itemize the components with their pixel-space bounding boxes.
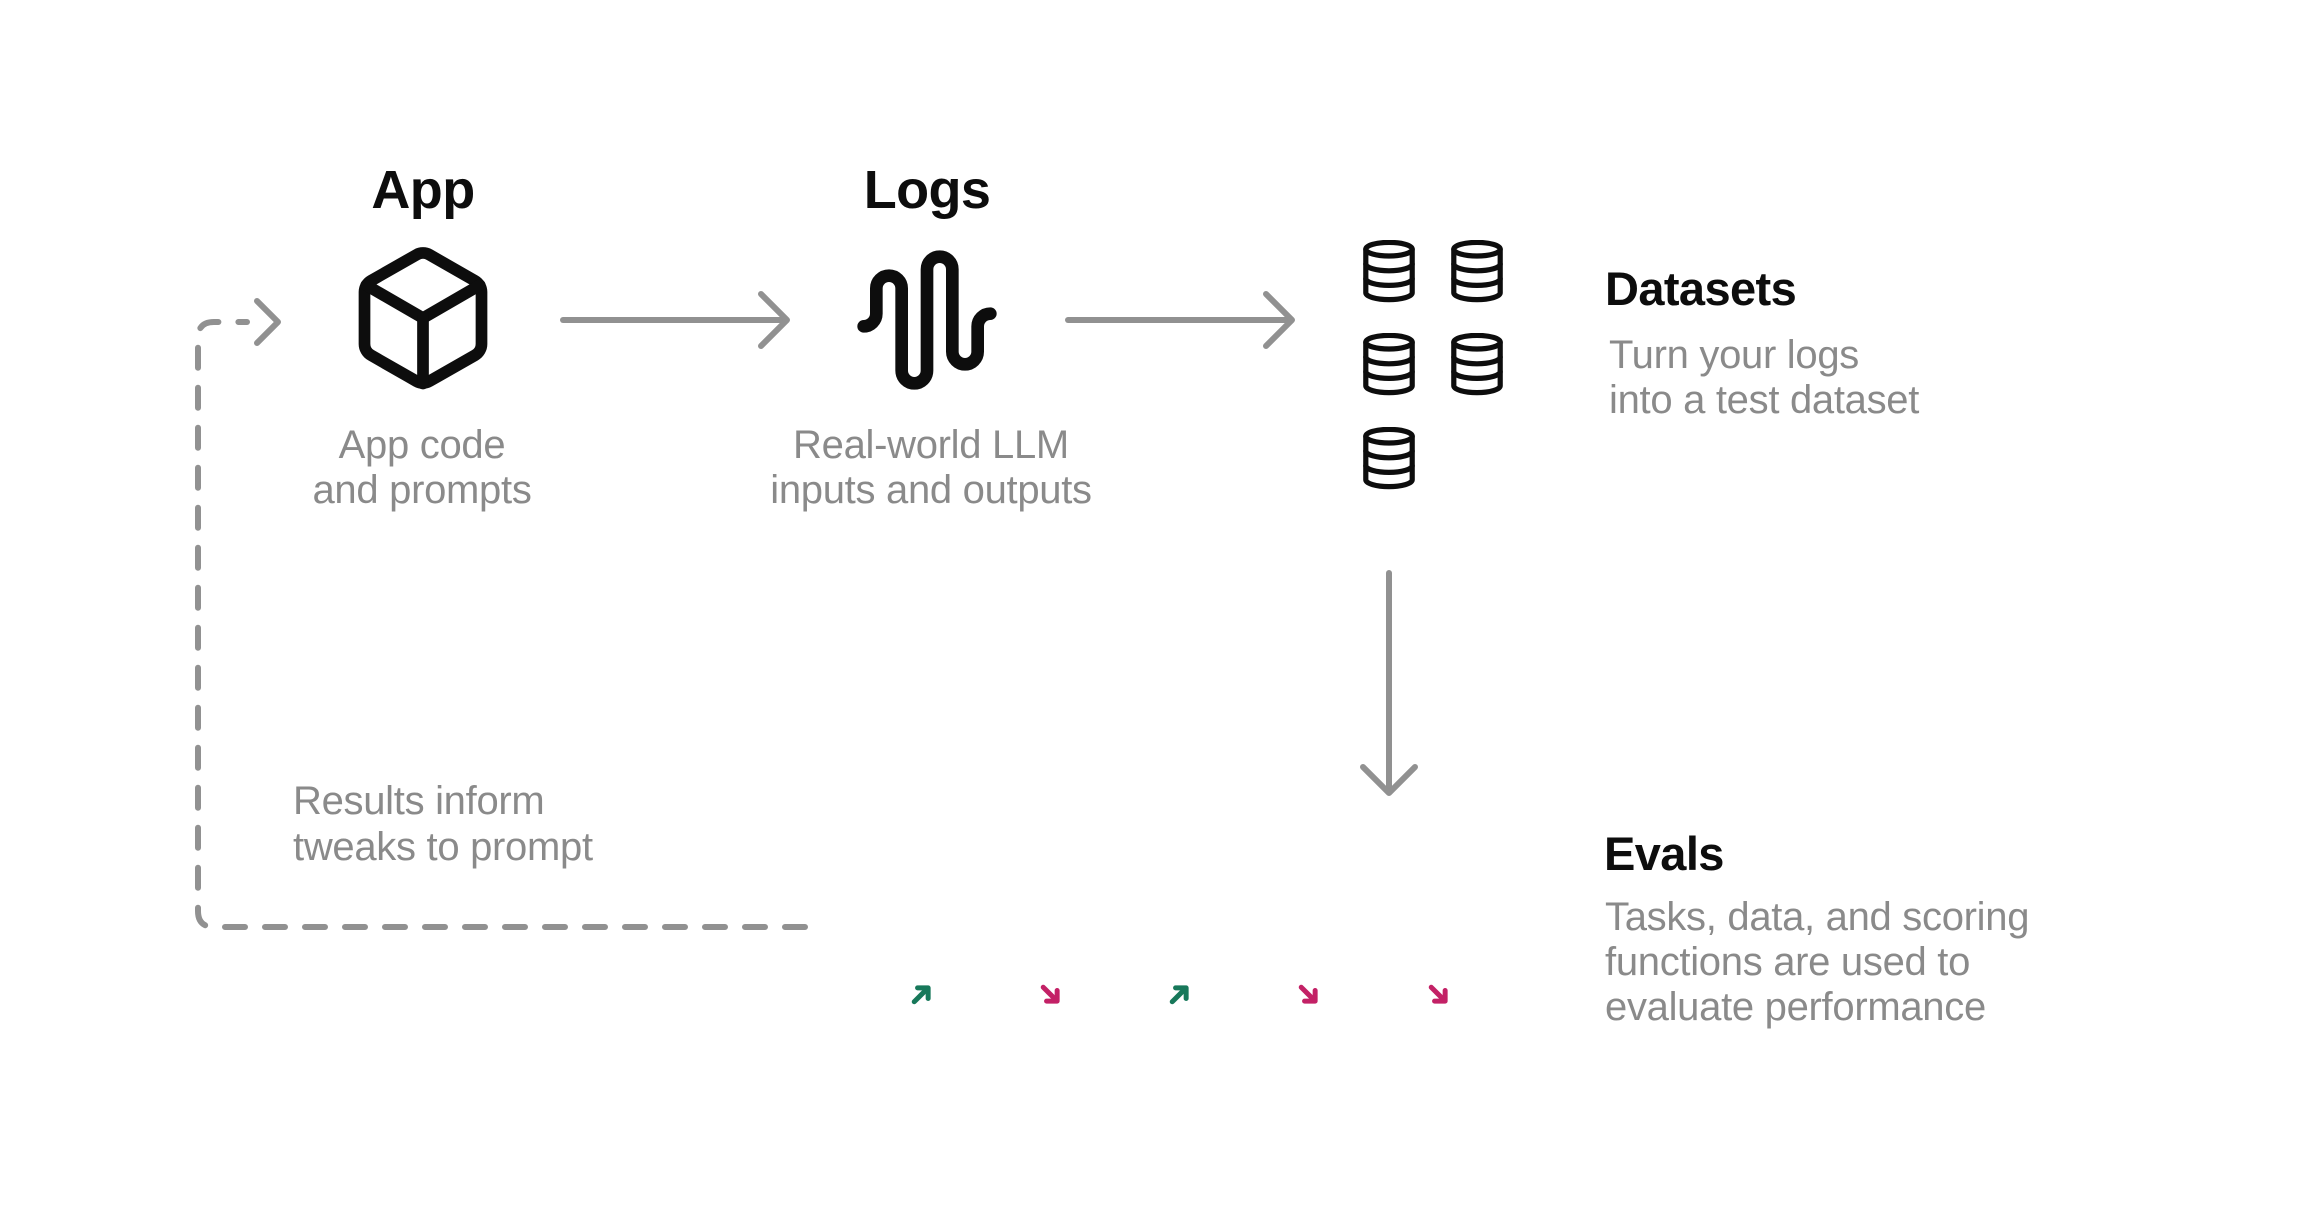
arrow-app-to-logs	[560, 291, 790, 349]
beaker-icon	[1024, 888, 1076, 947]
waveform-icon	[857, 250, 997, 390]
loop-caption-line-1: Results inform	[293, 779, 545, 823]
eval-item	[1024, 888, 1076, 1008]
database-icon	[1451, 333, 1503, 396]
beaker-icon	[1154, 888, 1206, 947]
trend-up-icon	[1169, 985, 1189, 1005]
feedback-loop-arrow	[195, 298, 808, 930]
logs-caption-line-2: inputs and outputs	[770, 468, 1092, 512]
trend-down-icon	[1428, 984, 1448, 1004]
trend-up-icon	[911, 985, 931, 1005]
database-icon	[1363, 427, 1415, 490]
app-caption-line-2: and prompts	[312, 468, 532, 512]
trend-down-icon	[1040, 984, 1060, 1004]
cube-icon	[358, 247, 488, 390]
database-icon	[1363, 333, 1415, 396]
arrow-logs-to-datasets	[1065, 291, 1295, 349]
database-icon	[1363, 240, 1415, 303]
eval-item	[895, 888, 947, 1008]
evals-node-caption: Tasks, data, and scoring functions are u…	[1605, 895, 2029, 1030]
evals-node-title: Evals	[1604, 827, 1724, 880]
beaker-icon	[895, 888, 947, 947]
logs-node-caption: Real-world LLM inputs and outputs	[770, 423, 1092, 513]
app-node-caption: App code and prompts	[312, 423, 531, 513]
evals-caption-line-2: functions are used to	[1605, 940, 1971, 984]
datasets-node-caption: Turn your logs into a test dataset	[1609, 333, 1919, 423]
loop-caption-line-2: tweaks to prompt	[293, 825, 593, 869]
beaker-icon	[1412, 888, 1464, 947]
eval-item	[1412, 888, 1464, 1008]
eval-item	[1154, 888, 1206, 1008]
eval-item	[1283, 888, 1335, 1008]
datasets-node-title: Datasets	[1605, 262, 1797, 315]
beaker-icon	[1283, 888, 1335, 947]
arrow-datasets-to-evals	[1360, 570, 1418, 796]
logs-node-title: Logs	[863, 160, 991, 220]
evals-caption-line-1: Tasks, data, and scoring	[1605, 895, 2030, 939]
app-node-title: App	[371, 160, 475, 220]
database-icon	[1451, 240, 1503, 303]
datasets-caption-line-2: into a test dataset	[1609, 378, 1920, 422]
datasets-caption-line-1: Turn your logs	[1609, 333, 1859, 377]
trend-down-icon	[1299, 984, 1319, 1004]
feedback-loop-caption: Results inform tweaks to prompt	[293, 778, 593, 870]
evals-caption-line-3: evaluate performance	[1605, 985, 1986, 1029]
logs-caption-line-1: Real-world LLM	[793, 423, 1069, 467]
app-caption-line-1: App code	[338, 423, 506, 467]
